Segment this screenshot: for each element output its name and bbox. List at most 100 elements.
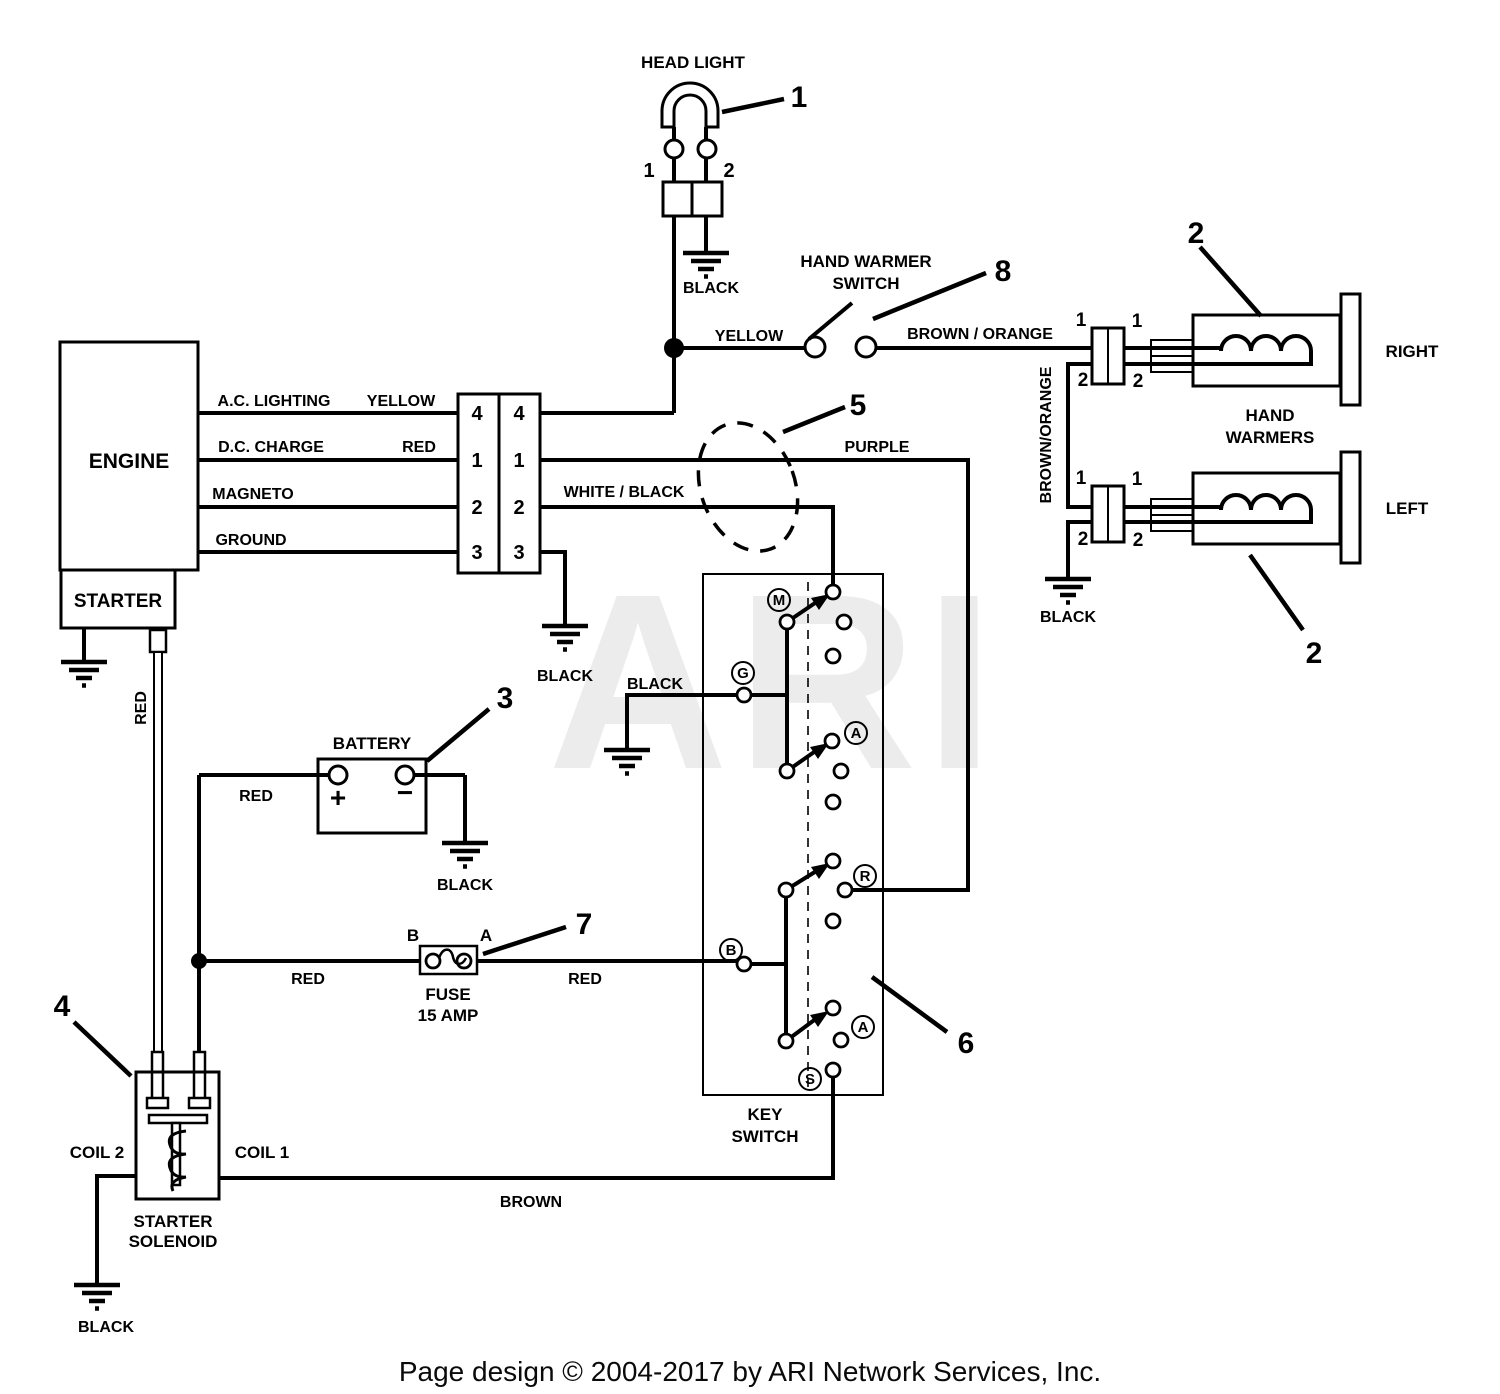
key-terminal-b: B — [726, 942, 737, 959]
key-switch-title-2: SWITCH — [731, 1127, 798, 1146]
warmer-left-pin-1r: 1 — [1132, 469, 1143, 490]
brown-wire: BROWN — [219, 1077, 835, 1211]
switch-contact-right — [854, 335, 878, 359]
wire-label-magneto: MAGNETO — [212, 486, 293, 503]
starter-solenoid: COIL 2 COIL 1 STARTER SOLENOID BLACK 4 — [54, 990, 290, 1336]
key-terminal-a2: A — [858, 1019, 869, 1036]
wire-label-ground: GROUND — [215, 532, 286, 549]
heater-coil-right-icon — [1219, 334, 1313, 366]
head-light-bulb-icon — [660, 81, 720, 129]
starter-label: STARTER — [74, 591, 163, 612]
wire-label-purple: PURPLE — [845, 439, 910, 456]
svg-text:4: 4 — [54, 990, 71, 1023]
wire-label-red-fuse-left: RED — [291, 971, 325, 988]
svg-text:2: 2 — [1188, 217, 1205, 250]
key-terminal-s: S — [805, 1071, 815, 1088]
svg-text:1: 1 — [791, 81, 808, 114]
warmer-left-pin-2l: 2 — [1078, 529, 1089, 550]
callout-5: 5 — [696, 389, 866, 553]
svg-text:6: 6 — [958, 1027, 975, 1060]
purple-wire: PURPLE — [540, 439, 970, 892]
wire-label-black-battery: BLACK — [437, 877, 493, 894]
battery-title: BATTERY — [333, 734, 412, 753]
wire-label-red-starter: RED — [133, 691, 150, 725]
wire-label-black-warmer: BLACK — [1040, 609, 1096, 626]
key-terminal-g: G — [737, 665, 749, 682]
warmer-ground-icon — [1045, 579, 1091, 603]
four-pin-connector: 4 1 2 3 4 1 2 3 BLACK — [456, 392, 593, 685]
hand-warmer-switch-title-1: HAND WARMER — [800, 252, 931, 271]
wire-label-brown-orange: BROWN / ORANGE — [907, 326, 1053, 343]
key-switch: M G A R B A S KEY SWITCH — [702, 573, 884, 1146]
wire-label-dc-charge: D.C. CHARGE — [218, 439, 324, 456]
fuse-title-2: 15 AMP — [418, 1006, 479, 1025]
fuse-title-1: FUSE — [425, 985, 470, 1004]
svg-text:8: 8 — [995, 255, 1012, 288]
fuse: B A FUSE 15 AMP RED 7 — [407, 908, 737, 1025]
head-light-pin-2: 2 — [723, 160, 734, 182]
fuse-pin-b: B — [407, 926, 419, 945]
battery-plus: + — [330, 782, 346, 813]
hand-warmer-switch-title-2: SWITCH — [832, 274, 899, 293]
callout-3: 3 — [425, 682, 514, 763]
black-key-wire: BLACK — [604, 676, 737, 774]
battery-ground-icon — [442, 843, 488, 867]
left-label: LEFT — [1386, 499, 1429, 518]
hand-warmer-left: 1 1 2 2 LEFT BLACK — [1040, 450, 1429, 626]
warmer-right-pin-1r: 1 — [1132, 311, 1143, 332]
wire-label-yellow-engine: YELLOW — [367, 393, 436, 410]
engine-wires: A.C. LIGHTING YELLOW D.C. CHARGE RED MAG… — [198, 393, 458, 554]
warmer-left-pin-1l: 1 — [1076, 468, 1087, 489]
coil-2-label: COIL 2 — [70, 1143, 124, 1162]
callout-8: 8 — [872, 255, 1012, 322]
ari-watermark: ARI — [548, 542, 1003, 821]
connector-pin-2-right: 2 — [513, 497, 524, 519]
starter-ground-icon — [61, 662, 107, 686]
callout-1: 1 — [721, 81, 808, 115]
connector-pin-4-right: 4 — [513, 403, 525, 425]
switch-lever — [807, 301, 854, 341]
wire-label-brown: BROWN — [500, 1194, 562, 1211]
warmer-right-pin-2r: 2 — [1133, 371, 1144, 392]
starter-cable: RED — [133, 628, 168, 1055]
connector-pin-1-left: 1 — [471, 450, 482, 472]
wire-label-red-fuse: RED — [568, 971, 602, 988]
wire-label-black-connector: BLACK — [537, 668, 593, 685]
engine-label: ENGINE — [89, 450, 170, 473]
solenoid-ground-icon — [74, 1285, 120, 1309]
warmer-left-pin-2r: 2 — [1133, 530, 1144, 551]
head-light: HEAD LIGHT 1 2 BLACK 1 — [540, 53, 808, 415]
svg-text:3: 3 — [497, 682, 514, 715]
key-switch-title-1: KEY — [748, 1105, 784, 1124]
heater-coil-left-icon — [1219, 493, 1313, 524]
solenoid-coil-icon — [167, 1129, 187, 1192]
engine-block: ENGINE STARTER — [58, 340, 200, 686]
key-terminal-r: R — [860, 868, 871, 885]
wire-label-brown-orange-vertical: BROWN/ORANGE — [1038, 366, 1055, 503]
solenoid-title-2: SOLENOID — [129, 1232, 218, 1251]
connector-pin-2-left: 2 — [471, 497, 482, 519]
battery-minus: − — [397, 777, 413, 808]
callout-2-bottom: 2 — [1248, 553, 1323, 670]
wire-label-ac-lighting: A.C. LIGHTING — [218, 393, 331, 410]
hand-warmers-title-1: HAND — [1245, 406, 1294, 425]
wire-label-black-headlight: BLACK — [683, 280, 739, 297]
connector-pin-3-right: 3 — [513, 542, 524, 564]
brown-orange-vertical-wire: BROWN/ORANGE — [1038, 362, 1092, 509]
battery: BATTERY + − RED BLACK 3 — [199, 682, 513, 894]
head-light-ground-icon — [683, 253, 729, 277]
switch-contact-left — [803, 335, 827, 359]
wire-label-red-engine: RED — [402, 439, 436, 456]
connector-pin-1-right: 1 — [513, 450, 524, 472]
head-light-pin-1: 1 — [643, 160, 654, 182]
wire-label-white-black: WHITE / BLACK — [564, 484, 685, 501]
warmer-right-pin-2l: 2 — [1078, 370, 1089, 391]
harness-ellipse — [696, 421, 800, 553]
svg-text:2: 2 — [1306, 637, 1323, 670]
key-terminal-m: M — [773, 592, 786, 609]
svg-text:7: 7 — [576, 908, 593, 941]
wire-label-yellow-switch: YELLOW — [715, 328, 784, 345]
head-light-title: HEAD LIGHT — [641, 53, 746, 72]
